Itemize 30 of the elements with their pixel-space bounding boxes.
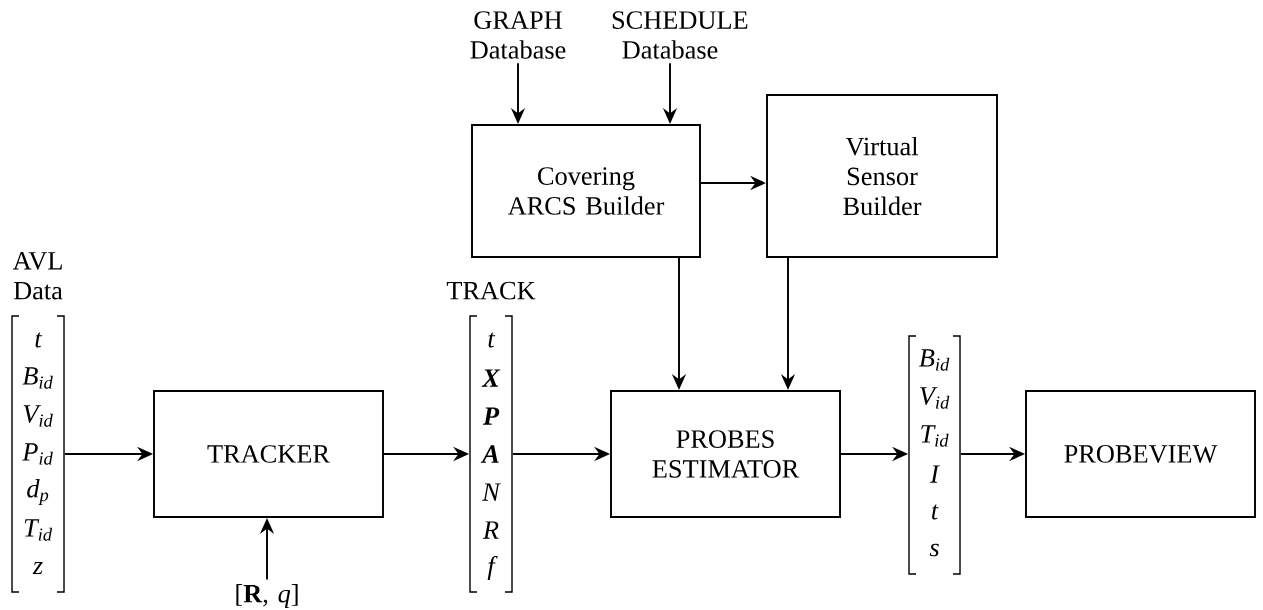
vector-entry: T$_{id}$ — [921, 425, 949, 447]
vector-entry: T$_{id}$ — [24, 519, 53, 541]
input-label: SCHEDULE Database — [612, 11, 748, 59]
vector-entry: I — [930, 465, 940, 483]
vector-entry: B$_{id}$ — [919, 349, 950, 371]
vector-entry: B$_{id}$ — [22, 367, 53, 389]
vector-entry: z — [32, 561, 43, 575]
vector-entry: V$_{id}$ — [23, 405, 53, 427]
vector-entry: f — [487, 555, 498, 581]
vector-entry: d$_{p}$ — [27, 479, 49, 505]
vector-entry: t — [35, 332, 43, 348]
vector-entry: R — [482, 521, 499, 539]
vector-heading: AVL Data — [12, 252, 63, 300]
input-label: [R, q] — [236, 584, 298, 608]
vector-entry: t — [488, 332, 496, 348]
vector-entry: A — [480, 445, 499, 463]
process-box: TRACKER — [153, 390, 384, 518]
process-box: PROBES ESTIMATOR — [610, 390, 841, 518]
process-box: Virtual Sensor Builder — [766, 94, 998, 258]
process-box: PROBEVIEW — [1025, 390, 1256, 518]
vector-entry: s — [929, 543, 939, 557]
vector-entry: N — [482, 483, 501, 501]
vector-entry: P$_{id}$ — [22, 443, 53, 465]
vector-entry: X — [481, 369, 501, 387]
vector-entry: V$_{id}$ — [920, 387, 950, 409]
vector-heading: TRACK — [446, 281, 536, 300]
process-box: Covering ARCS Builder — [471, 124, 701, 258]
input-label: GRAPH Database — [470, 11, 566, 59]
vector-entry: t — [932, 504, 939, 520]
vector-entry: P — [482, 407, 500, 425]
